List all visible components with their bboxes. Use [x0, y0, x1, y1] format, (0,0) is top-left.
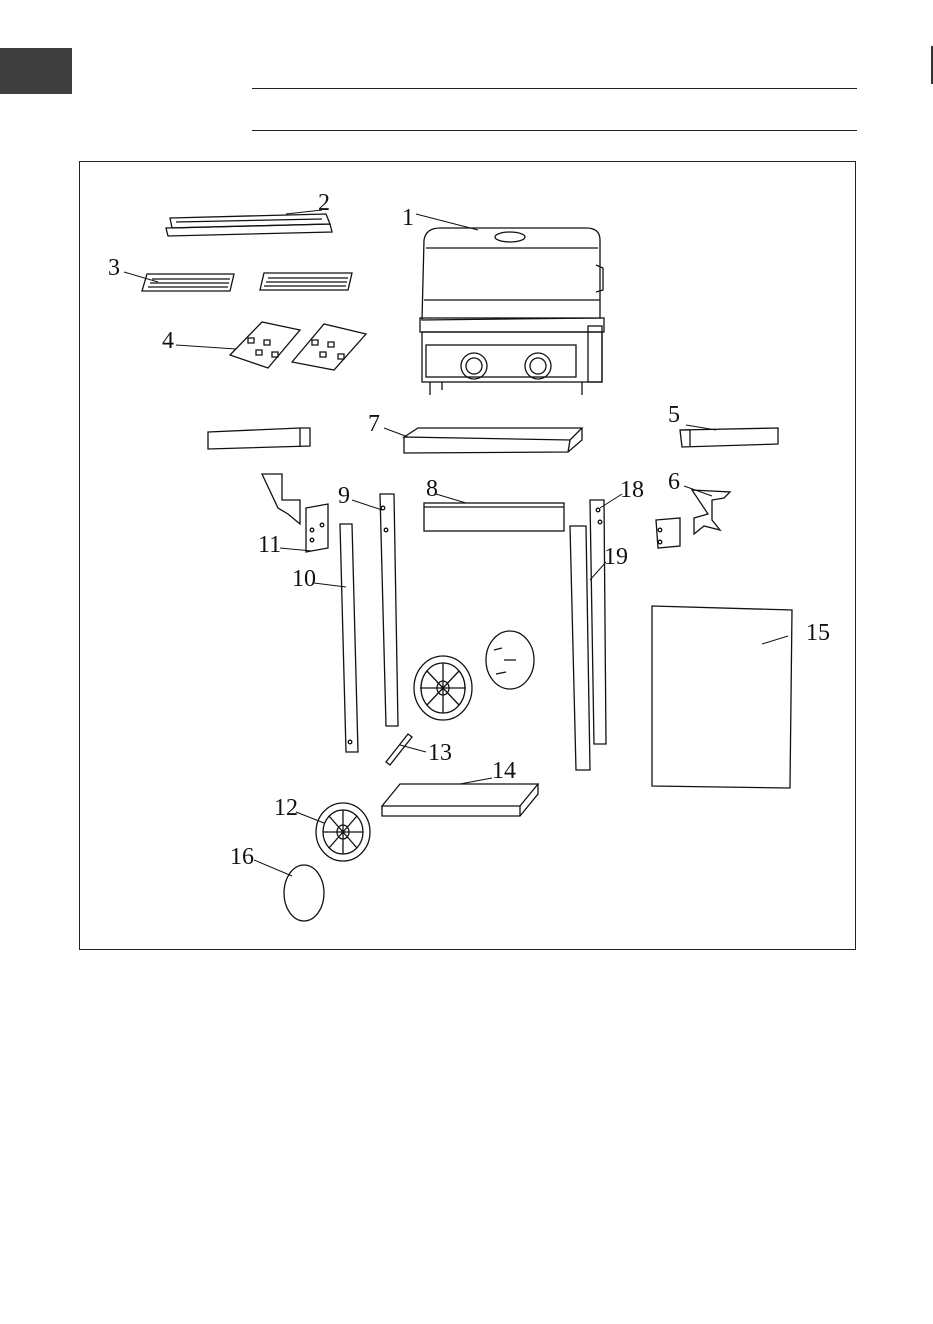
- part-label-11: 11: [258, 532, 281, 558]
- part-label-8: 8: [426, 476, 438, 502]
- burner-bar-drawing: [166, 214, 332, 236]
- leader-lines: [124, 210, 788, 876]
- part-label-7: 7: [368, 411, 380, 437]
- right-brackets-drawing: [656, 490, 730, 548]
- part-label-2: 2: [318, 190, 330, 216]
- bottom-shelf-drawing: [382, 784, 538, 816]
- leg-parts-drawing: [340, 494, 606, 770]
- wheel-lower-drawing: [316, 803, 370, 861]
- part-label-6: 6: [668, 469, 680, 495]
- part-label-4: 4: [162, 328, 174, 354]
- part-label-18: 18: [620, 477, 644, 503]
- part-label-12: 12: [274, 795, 298, 821]
- grill-head-drawing: [420, 228, 604, 395]
- cover-panel-drawing: [652, 606, 792, 788]
- wheel-upper-drawing: [414, 656, 472, 720]
- part-label-16: 16: [230, 844, 254, 870]
- front-panel-drawing: [404, 428, 582, 453]
- part-labels: 1 2 3 4 5 6 7 8 9 10 11 12 13 14 15 16 1…: [108, 190, 830, 870]
- part-label-9: 9: [338, 483, 350, 509]
- left-side-shelf-drawing: [208, 428, 310, 449]
- grease-disk-drawing: [284, 865, 324, 921]
- part-label-13: 13: [428, 740, 452, 766]
- part-label-10: 10: [292, 566, 316, 592]
- axle-drawing: [386, 734, 412, 765]
- part-label-15: 15: [806, 620, 830, 646]
- flame-tamers-drawing: [230, 322, 366, 370]
- right-side-shelf-drawing: [680, 428, 778, 447]
- part-label-5: 5: [668, 402, 680, 428]
- back-panel-drawing: [424, 503, 564, 531]
- hubcap-disk-drawing: [486, 631, 534, 689]
- cooking-grates-drawing: [142, 273, 352, 291]
- part-label-1: 1: [402, 205, 414, 231]
- part-label-14: 14: [492, 758, 516, 784]
- part-label-19: 19: [604, 544, 628, 570]
- part-label-3: 3: [108, 255, 120, 281]
